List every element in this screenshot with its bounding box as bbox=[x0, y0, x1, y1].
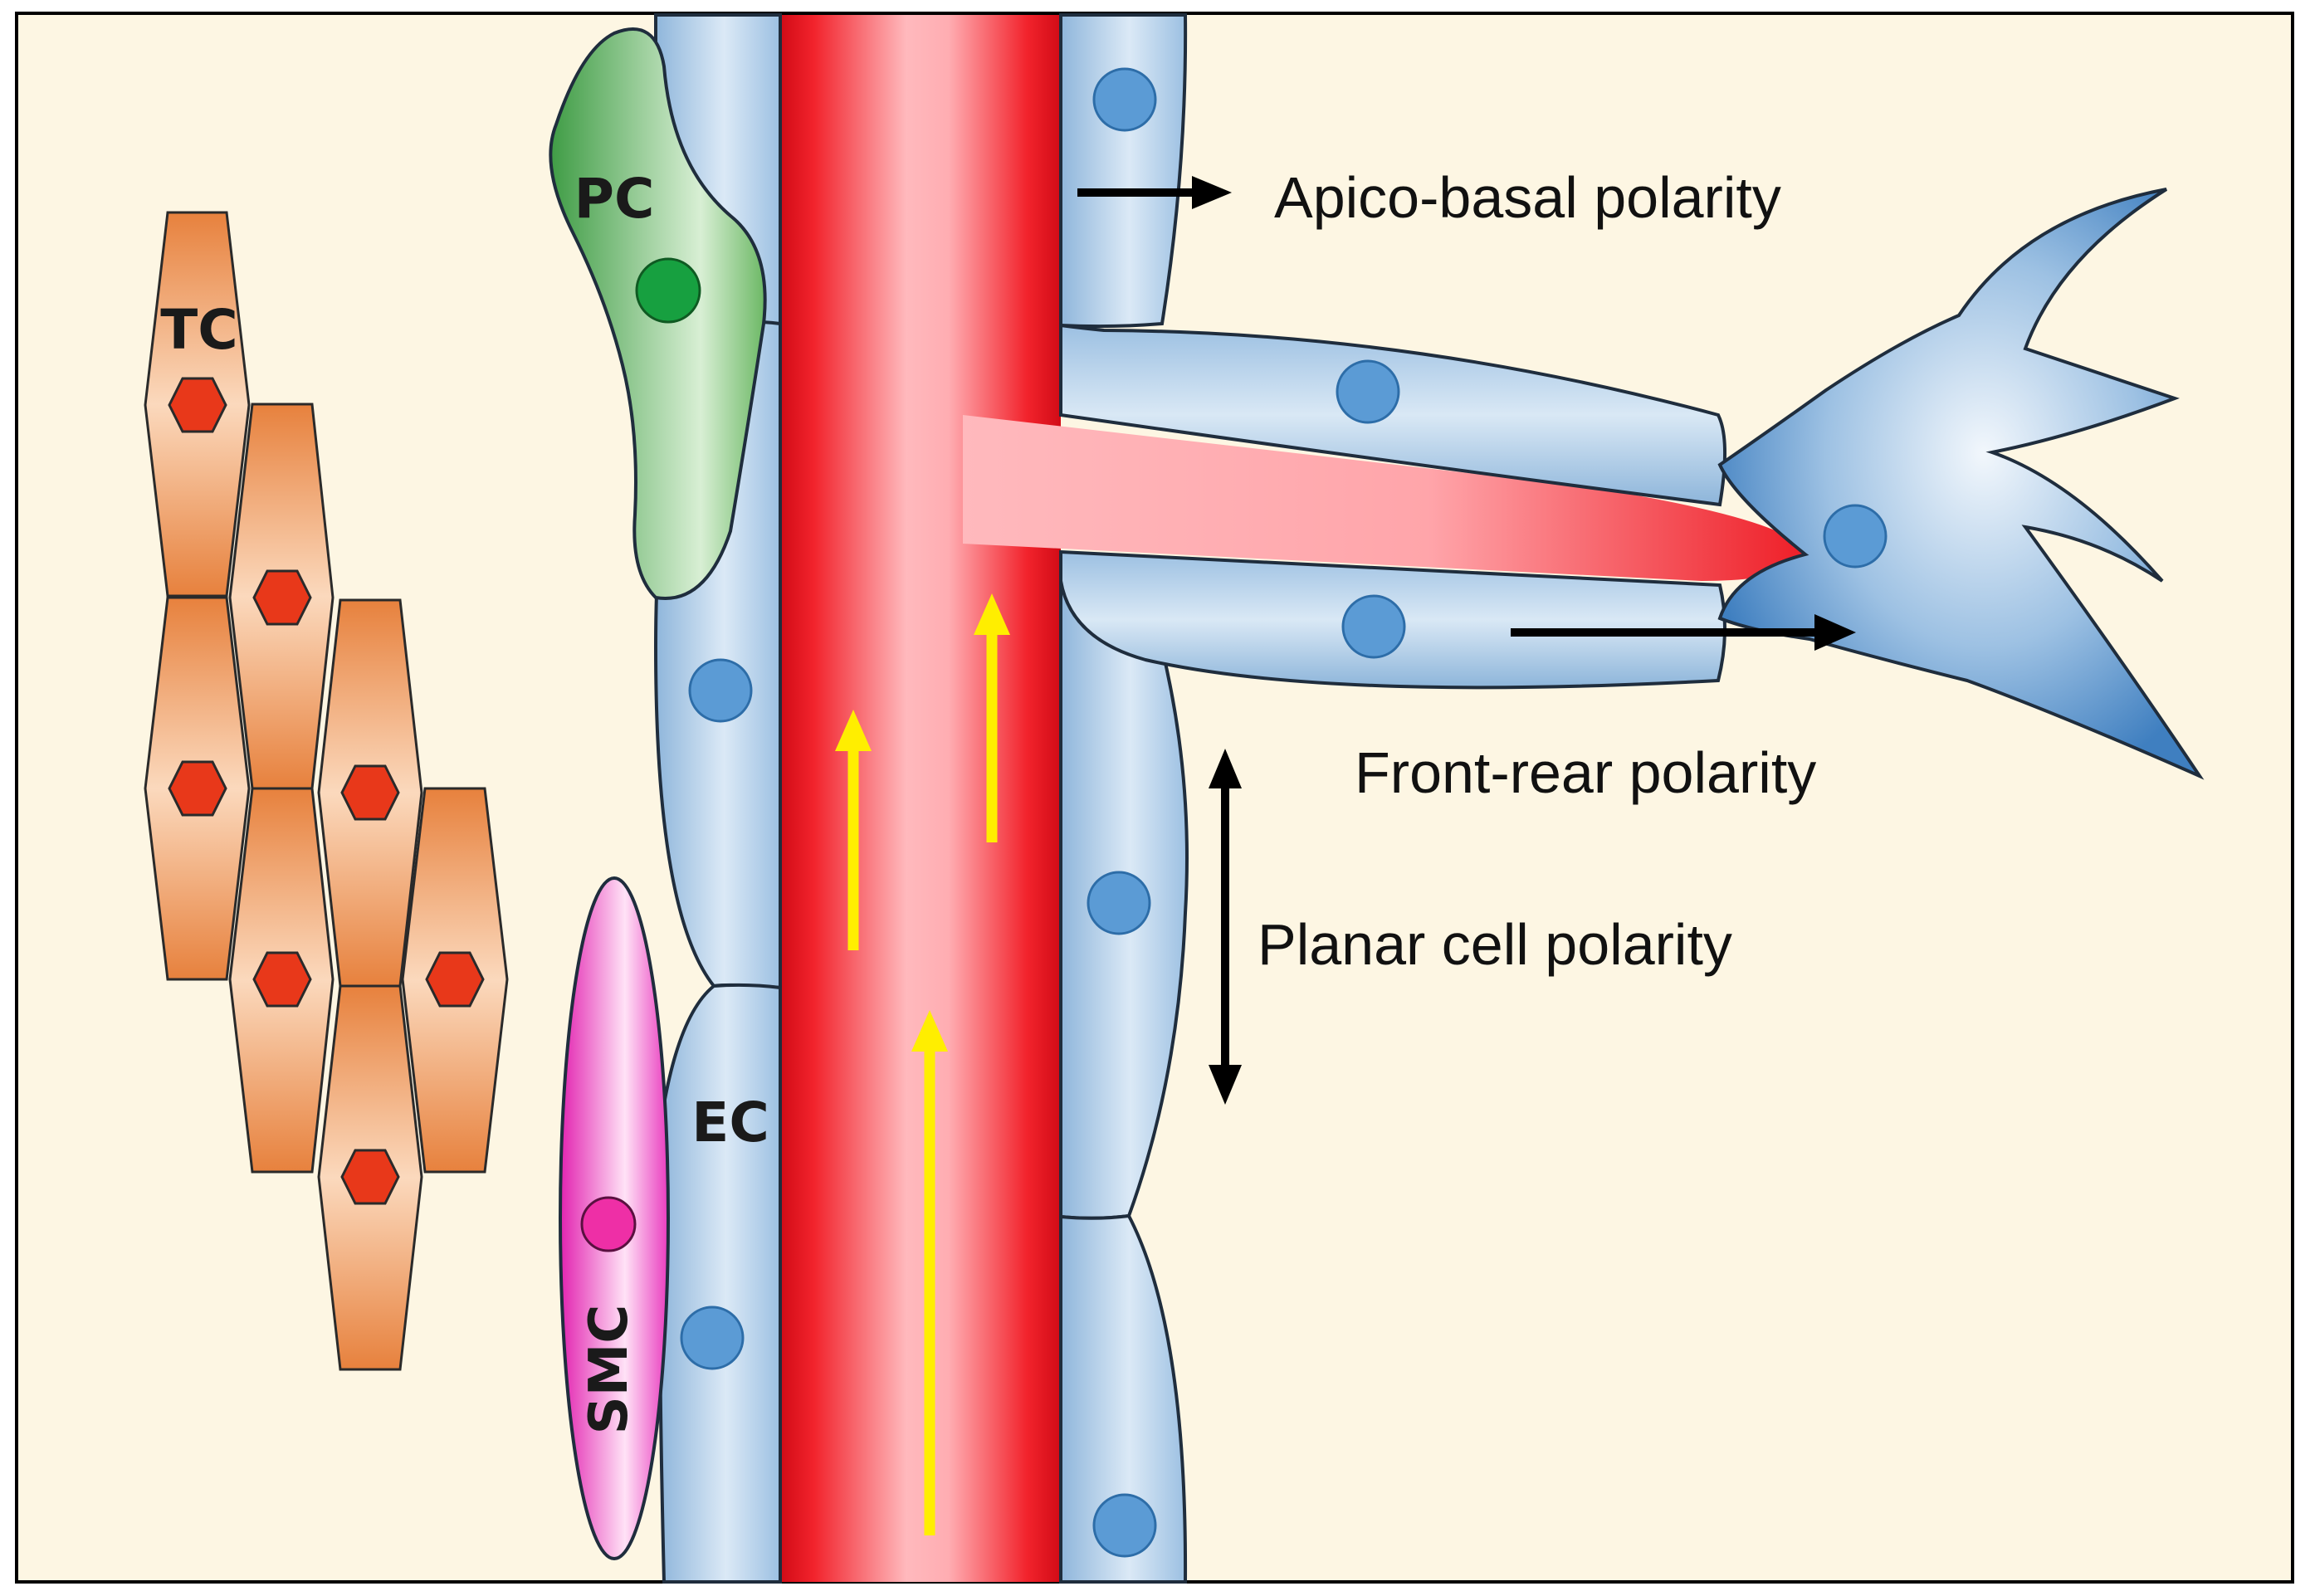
ec-nucleus bbox=[680, 1306, 745, 1370]
up-arrow-icon bbox=[974, 593, 1010, 842]
tip-nucleus bbox=[1823, 504, 1888, 569]
flow-arrows bbox=[835, 593, 1010, 1535]
smc-nucleus bbox=[580, 1196, 637, 1252]
up-arrow-icon bbox=[835, 710, 872, 950]
right-endothelial-wall bbox=[1059, 13, 1189, 1584]
pc-label: PC bbox=[574, 167, 655, 231]
tissue-nucleus bbox=[425, 951, 485, 1008]
endothelial-cell bbox=[1059, 13, 1188, 329]
vessel-lumen bbox=[780, 15, 1061, 1582]
ec-nucleus bbox=[1092, 67, 1157, 132]
tissue-nucleus bbox=[340, 1149, 400, 1205]
stalk-nucleus bbox=[1336, 359, 1400, 424]
tissue-nucleus bbox=[168, 760, 227, 817]
endothelial-cell bbox=[1059, 1213, 1188, 1584]
tc-label: TC bbox=[160, 298, 237, 362]
ec-nucleus bbox=[1087, 871, 1151, 935]
ec-nucleus bbox=[1092, 1493, 1157, 1558]
stalk-cell-upper bbox=[1059, 323, 1727, 507]
pc-nucleus bbox=[635, 257, 701, 324]
planar-label: Planar cell polarity bbox=[1258, 912, 1732, 977]
tissue-nucleus bbox=[252, 569, 312, 626]
right-arrow-icon bbox=[1511, 614, 1856, 651]
ec-label: EC bbox=[691, 1091, 769, 1154]
front-rear-label: Front-rear polarity bbox=[1355, 740, 1816, 805]
vessel-sprout-lumen bbox=[963, 415, 1809, 581]
right-arrow-icon bbox=[1077, 176, 1232, 209]
apico-basal-label: Apico-basal polarity bbox=[1274, 165, 1781, 230]
stalk-nucleus bbox=[1341, 594, 1406, 659]
double-vertical-arrow-icon bbox=[1209, 749, 1242, 1105]
tissue-nucleus bbox=[340, 764, 400, 821]
tissue-cell-nuclei bbox=[168, 377, 485, 1205]
tissue-nucleus bbox=[252, 951, 312, 1008]
ec-nucleus bbox=[688, 658, 753, 723]
endothelial-cell bbox=[658, 983, 782, 1584]
tissue-nucleus bbox=[168, 377, 227, 433]
up-arrow-icon bbox=[911, 1010, 948, 1535]
smc-label: SMC bbox=[579, 1305, 640, 1435]
